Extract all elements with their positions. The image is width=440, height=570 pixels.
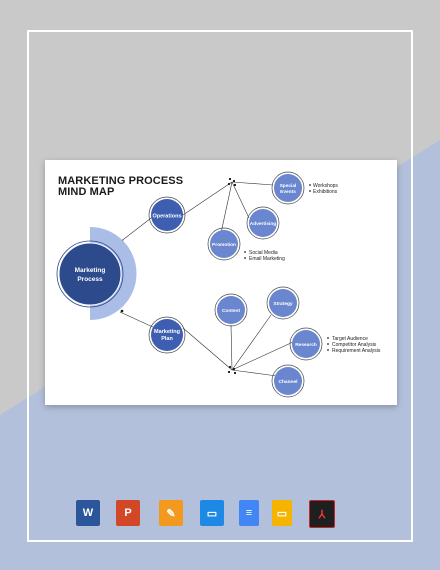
advertising-node: Advertising [246,206,280,240]
bullet-item: Requirement Analysis [332,348,381,354]
bullet-item: Email Marketing [249,256,285,262]
marketing-plan-label-2: Plan [161,336,173,342]
special-events-bullets: Workshops Exhibitions [309,183,338,195]
operations-node: Operations [148,196,186,234]
research-node: Research [289,327,323,361]
bullet-item: Competitor Analysis [332,342,377,348]
file-format-icons: W P ✎ ▭ ≡ ▭ ⅄ [76,500,346,528]
content-label: Content [222,308,241,314]
pages-icon[interactable]: ✎ [159,500,183,526]
keynote-icon-glyph: ▭ [206,507,218,520]
pdf-icon[interactable]: ⅄ [309,500,335,528]
google-slides-icon-glyph: ▭ [276,507,288,520]
bullet-item: Target Audience [332,336,368,342]
promotion-label: Promotion [212,242,236,248]
center-label-1: Marketing [75,267,106,274]
title-line-2: MIND MAP [58,186,115,198]
advertising-label: Advertising [250,221,276,227]
mind-map-card: MARKETING PROCESS MIND MAP [45,160,397,405]
center-label-2: Process [77,276,103,283]
pdf-icon-glyph: ⅄ [318,508,326,521]
special-events-node: Special Events [271,171,305,205]
bullet-item: Exhibitions [313,189,338,195]
bullet-item: Social Media [249,250,278,256]
channel-node: Channel [271,364,305,398]
promotion-bullets: Social Media Email Marketing [244,250,285,262]
strategy-node: Strategy [266,286,300,320]
promotion-node: Promotion [207,227,241,261]
marketing-plan-node: Marketing Plan [148,316,186,354]
operations-label: Operations [152,214,181,220]
powerpoint-icon-glyph: P [124,507,132,519]
bullet-item: Workshops [313,183,338,189]
mind-map-diagram: Marketing Process Operations Marketing P… [56,171,381,398]
research-bullets: Target Audience Competitor Analysis Requ… [327,336,381,354]
google-docs-icon[interactable]: ≡ [239,500,259,526]
word-icon-glyph: W [82,507,94,519]
content-node: Content [214,293,248,327]
word-icon[interactable]: W [76,500,100,526]
google-slides-icon[interactable]: ▭ [272,500,292,526]
powerpoint-icon[interactable]: P [116,500,140,526]
google-docs-icon-glyph: ≡ [245,507,253,519]
center-node: Marketing Process [56,227,137,320]
pages-icon-glyph: ✎ [166,507,176,520]
keynote-icon[interactable]: ▭ [200,500,224,526]
page-title: MARKETING PROCESS MIND MAP [58,176,183,198]
special-events-label-2: Events [280,189,296,195]
title-line-1: MARKETING PROCESS [58,175,184,187]
connector-lines [119,181,294,377]
channel-label: Channel [279,379,298,385]
research-label: Research [295,342,317,348]
strategy-label: Strategy [273,301,293,307]
white-frame [27,30,413,542]
special-events-label-1: Special [280,183,297,189]
marketing-plan-label-1: Marketing [154,329,180,335]
